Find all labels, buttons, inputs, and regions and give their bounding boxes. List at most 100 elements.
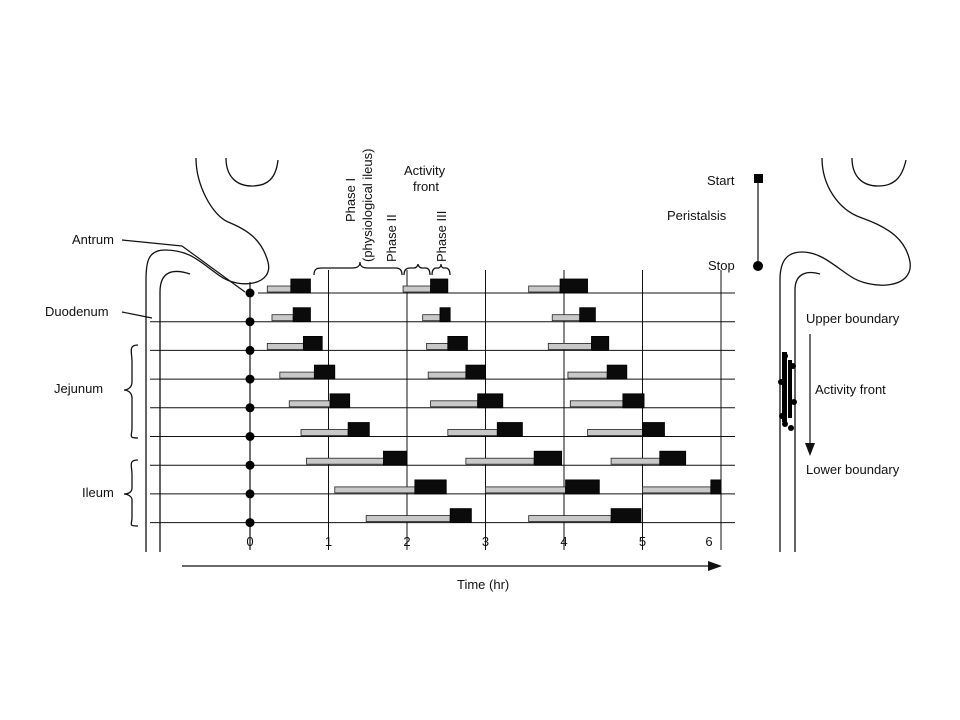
phase3-label: Phase III (434, 211, 449, 262)
phase3-bar (414, 479, 447, 495)
track-start-dot-2 (245, 317, 255, 327)
start-square-icon (754, 174, 763, 183)
phase2-bar (300, 429, 349, 436)
phase3-bar (477, 393, 504, 409)
phase1-sublabel: (physiological ileus) (360, 149, 375, 262)
phase2-bar (402, 285, 431, 293)
legend-lower-boundary-label: Lower boundary (806, 462, 900, 477)
phase3-bar (465, 364, 486, 380)
time-tick-label: 6 (705, 534, 712, 549)
track-start-dot-6 (245, 432, 255, 441)
phase3-bar (447, 335, 468, 351)
legend-upper-boundary-label: Upper boundary (806, 311, 900, 326)
legend-start-label: Start (707, 173, 735, 188)
duodenum-label: Duodenum (45, 304, 109, 319)
phase3-bar (591, 335, 610, 351)
phase3-bar (606, 364, 628, 380)
phase3-bar (642, 422, 665, 437)
antrum-label: Antrum (72, 232, 114, 247)
track-start-dot-9 (245, 518, 255, 528)
phase3-bar (559, 278, 588, 294)
track-start-dot-8 (245, 489, 255, 499)
phase2-bar (587, 429, 643, 436)
phase2-bar (465, 457, 535, 465)
time-tick-label: 2 (403, 534, 410, 549)
phase3-bar (533, 450, 563, 466)
legend-stop-label: Stop (708, 258, 735, 273)
jejunum-brace (123, 344, 139, 439)
phase2-bar (266, 342, 304, 350)
activity-front-arrow-head (805, 443, 815, 456)
phase2-bar (642, 486, 712, 494)
phase3-bar (565, 479, 600, 495)
track-start-dot-7 (245, 460, 255, 470)
antrum-pointer (121, 239, 183, 247)
phase3-bar (430, 278, 449, 294)
legend-activity-front-label: Activity front (815, 382, 886, 397)
phase2-bar (306, 457, 384, 465)
time-tick-label: 3 (482, 534, 489, 549)
time-tick-label: 1 (325, 534, 332, 549)
phase2-bar (447, 429, 498, 436)
legend-peristalsis-label: Peristalsis (667, 208, 727, 223)
phase1-brace (313, 261, 403, 276)
track-start-dot-5 (245, 403, 255, 413)
phase3-bar (313, 364, 336, 380)
stop-dot-icon (753, 261, 763, 271)
phase3-bar (292, 307, 311, 323)
ileum-brace (123, 459, 139, 527)
time-axis-label: Time (hr) (457, 577, 509, 592)
stomach-outline-right (779, 157, 911, 552)
time-tick-label: 5 (639, 534, 646, 549)
jejunum-label: Jejunum (54, 381, 103, 396)
activity-front-glyph-icon (778, 352, 797, 431)
stomach-inner-right (851, 157, 907, 187)
phase3-bar (439, 307, 451, 323)
bowel-inner-left (159, 270, 191, 552)
phase2-bar (569, 400, 624, 408)
phase3-bar (290, 278, 311, 294)
time-tick-label: 0 (246, 534, 253, 549)
phase2-bar (547, 342, 592, 350)
phase3-bar (659, 450, 687, 466)
activity-front-label-2: front (413, 179, 439, 194)
track-start-dot-1 (245, 288, 255, 298)
phase3-bar (496, 422, 523, 437)
phase3-bar (710, 479, 722, 495)
phase3-bar (329, 393, 351, 409)
bowel-inner-right (794, 271, 821, 552)
phase2-bar (485, 486, 566, 494)
phase3-bar (383, 450, 408, 466)
phase3-bar (579, 307, 596, 323)
phase2-label: Phase II (384, 214, 399, 262)
track-start-dot-3 (245, 345, 255, 355)
phase2-brace (403, 263, 431, 276)
phase2-bar (365, 515, 451, 522)
antrum-pylorus-line (181, 245, 246, 293)
phase2-bar (528, 515, 612, 522)
phase3-bar (302, 335, 323, 351)
phase2-bar (288, 400, 331, 408)
phase2-bar (528, 285, 561, 293)
timeline-group: 0 1 2 3 4 5 6 (150, 270, 735, 550)
phase2-bar (430, 400, 479, 408)
phase2-bar (551, 314, 581, 322)
phase2-bar (279, 371, 315, 379)
ileum-label: Ileum (82, 485, 114, 500)
activity-front-label-1: Activity (404, 163, 446, 178)
phase3-bar (449, 508, 472, 524)
time-tick-label: 4 (560, 534, 567, 549)
phase2-bar (610, 457, 661, 465)
track-start-dot-4 (245, 374, 255, 384)
phase2-bar (426, 342, 449, 350)
phase2-bar (334, 486, 416, 494)
time-axis-arrow (708, 561, 722, 571)
stomach-inner-left (225, 157, 279, 187)
phase3-bar (622, 393, 645, 409)
phase3-bar (347, 422, 370, 437)
phase1-label: Phase I (343, 178, 358, 222)
phase3-bar (610, 508, 642, 524)
phase2-bar (427, 371, 467, 379)
